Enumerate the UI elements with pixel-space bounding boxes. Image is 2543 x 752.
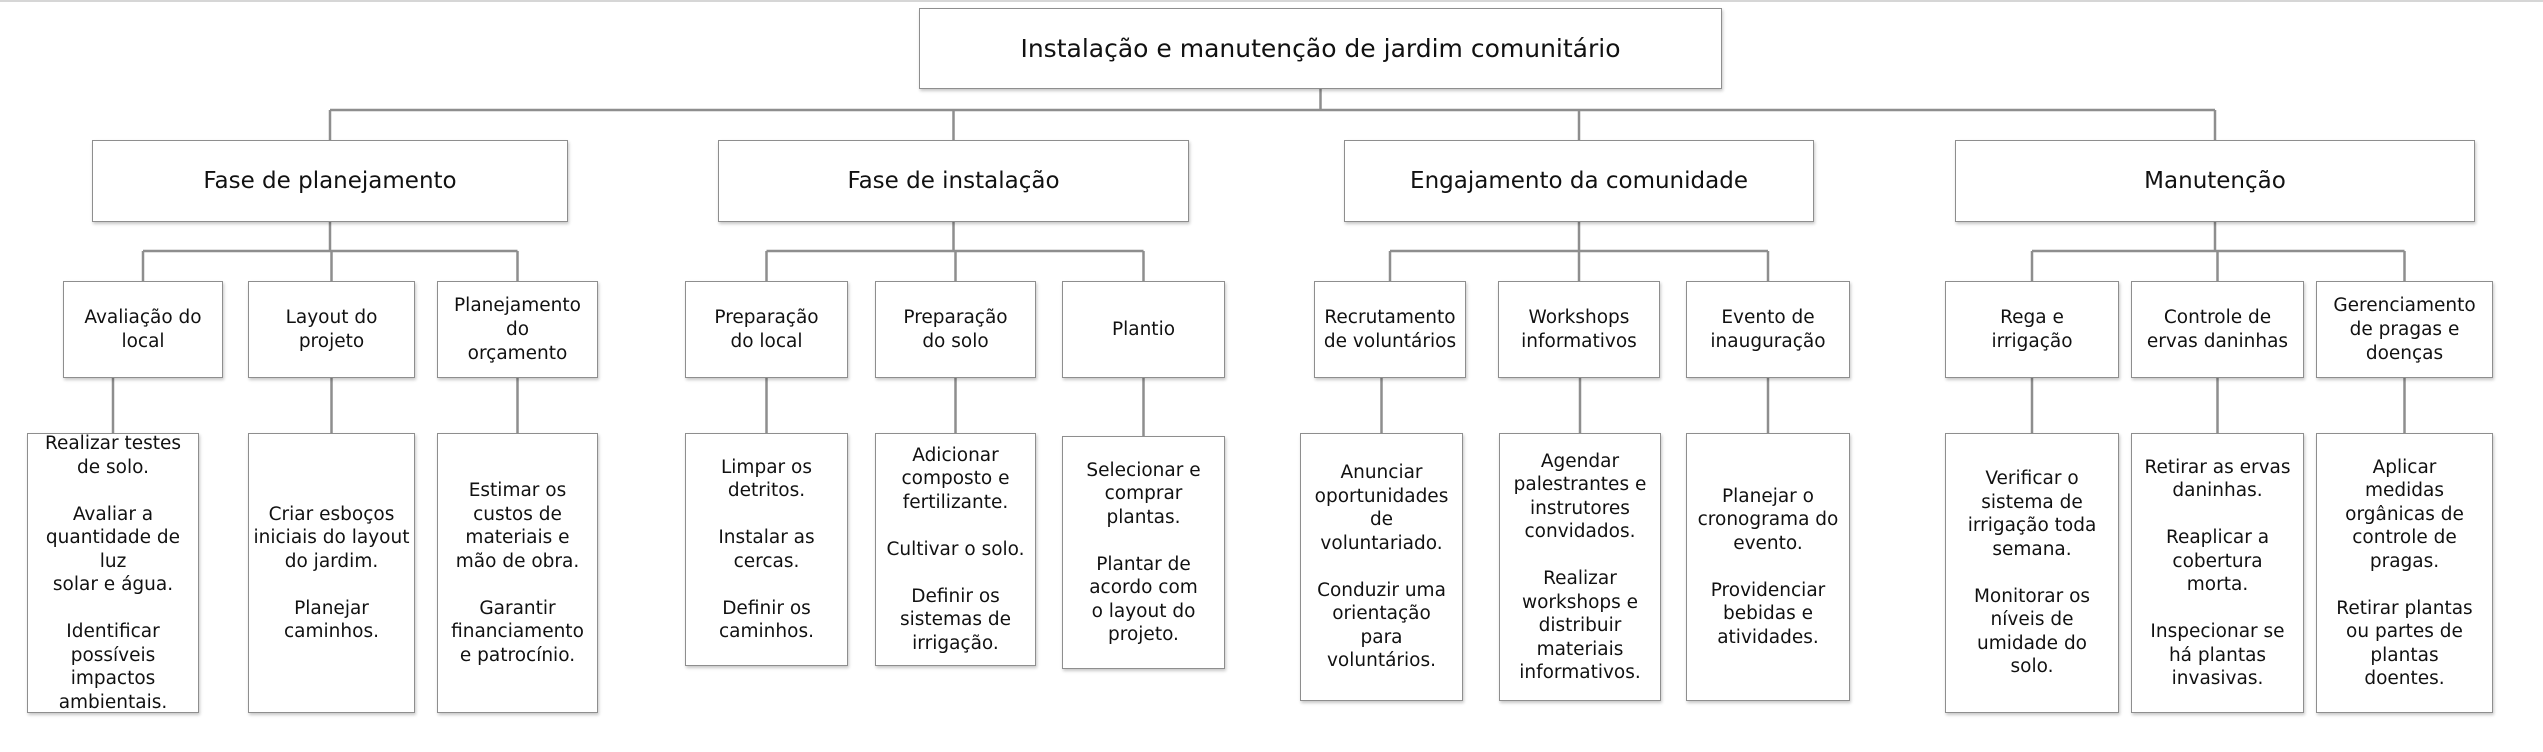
details-node-4-1-label: Verificar o sistema de irrigação toda se… [1967, 468, 2097, 678]
task-node-1-1: Avaliação do local [63, 281, 223, 378]
details-node-1-1-label: Realizar testes de solo. Avaliar a quant… [44, 433, 182, 713]
task-node-4-1-label: Rega e irrigação [1991, 306, 2073, 352]
details-node-3-2-label: Agendar palestrantes e instrutores convi… [1513, 450, 1647, 684]
details-node-2-2-label: Adicionar composto e fertilizante. Culti… [886, 444, 1025, 654]
task-node-1-2: Layout do projeto [248, 281, 415, 378]
task-node-2-2: Preparação do solo [875, 281, 1036, 378]
details-node-3-3-label: Planejar o cronograma do evento. Provide… [1697, 485, 1839, 648]
details-node-4-1: Verificar o sistema de irrigação toda se… [1945, 433, 2119, 713]
task-node-3-1: Recrutamento de voluntários [1314, 281, 1466, 378]
details-node-3-2: Agendar palestrantes e instrutores convi… [1499, 433, 1661, 701]
task-node-3-2-label: Workshops informativos [1521, 306, 1637, 352]
phase-node-3: Engajamento da comunidade [1344, 140, 1814, 222]
details-node-1-3: Estimar os custos de materiais e mão de … [437, 433, 598, 713]
task-node-2-1-label: Preparação do local [714, 306, 819, 352]
root-node-label: Instalação e manutenção de jardim comuni… [1020, 34, 1621, 63]
details-node-3-1-label: Anunciar oportunidades de voluntariado. … [1314, 462, 1449, 672]
task-node-1-3: Planejamento do orçamento [437, 281, 598, 378]
task-node-2-2-label: Preparação do solo [903, 306, 1008, 352]
phase-node-2-label: Fase de instalação [847, 168, 1060, 194]
phase-node-2: Fase de instalação [718, 140, 1189, 222]
task-node-2-1: Preparação do local [685, 281, 848, 378]
details-node-4-3-label: Aplicar medidas orgânicas de controle de… [2336, 456, 2473, 690]
details-node-1-2-label: Criar esboços iniciais do layout do jard… [253, 503, 410, 643]
task-node-4-2: Controle de ervas daninhas [2131, 281, 2304, 378]
task-node-3-3: Evento de inauguração [1686, 281, 1850, 378]
details-node-3-3: Planejar o cronograma do evento. Provide… [1686, 433, 1850, 701]
details-node-3-1: Anunciar oportunidades de voluntariado. … [1300, 433, 1463, 701]
task-node-4-3-label: Gerenciamento de pragas e doenças [2333, 294, 2476, 364]
task-node-3-1-label: Recrutamento de voluntários [1323, 306, 1457, 352]
task-node-3-3-label: Evento de inauguração [1710, 306, 1826, 352]
phase-node-1-label: Fase de planejamento [203, 168, 457, 194]
task-node-1-2-label: Layout do projeto [285, 306, 378, 352]
task-node-4-1: Rega e irrigação [1945, 281, 2119, 378]
task-node-4-3: Gerenciamento de pragas e doenças [2316, 281, 2493, 378]
phase-node-3-label: Engajamento da comunidade [1410, 168, 1748, 194]
details-node-1-1: Realizar testes de solo. Avaliar a quant… [27, 433, 199, 713]
task-node-1-1-label: Avaliação do local [84, 306, 202, 352]
details-node-2-2: Adicionar composto e fertilizante. Culti… [875, 433, 1036, 666]
root-node: Instalação e manutenção de jardim comuni… [919, 8, 1722, 89]
task-node-1-3-label: Planejamento do orçamento [454, 294, 581, 364]
task-node-4-2-label: Controle de ervas daninhas [2146, 306, 2289, 352]
details-node-4-2-label: Retirar as ervas daninhas. Reaplicar a c… [2144, 456, 2291, 690]
phase-node-4: Manutenção [1955, 140, 2475, 222]
task-node-3-2: Workshops informativos [1498, 281, 1660, 378]
details-node-2-3: Selecionar e comprar plantas. Plantar de… [1062, 436, 1225, 669]
details-node-2-1: Limpar os detritos. Instalar as cercas. … [685, 433, 848, 666]
details-node-1-3-label: Estimar os custos de materiais e mão de … [451, 480, 584, 666]
details-node-1-2: Criar esboços iniciais do layout do jard… [248, 433, 415, 713]
details-node-2-3-label: Selecionar e comprar plantas. Plantar de… [1086, 459, 1201, 646]
phase-node-1: Fase de planejamento [92, 140, 568, 222]
details-node-2-1-label: Limpar os detritos. Instalar as cercas. … [718, 456, 815, 643]
details-node-4-3: Aplicar medidas orgânicas de controle de… [2316, 433, 2493, 713]
details-node-4-2: Retirar as ervas daninhas. Reaplicar a c… [2131, 433, 2304, 713]
top-border [0, 0, 2543, 2]
task-node-2-3: Plantio [1062, 281, 1225, 378]
task-node-2-3-label: Plantio [1111, 318, 1176, 340]
phase-node-4-label: Manutenção [2144, 168, 2286, 194]
